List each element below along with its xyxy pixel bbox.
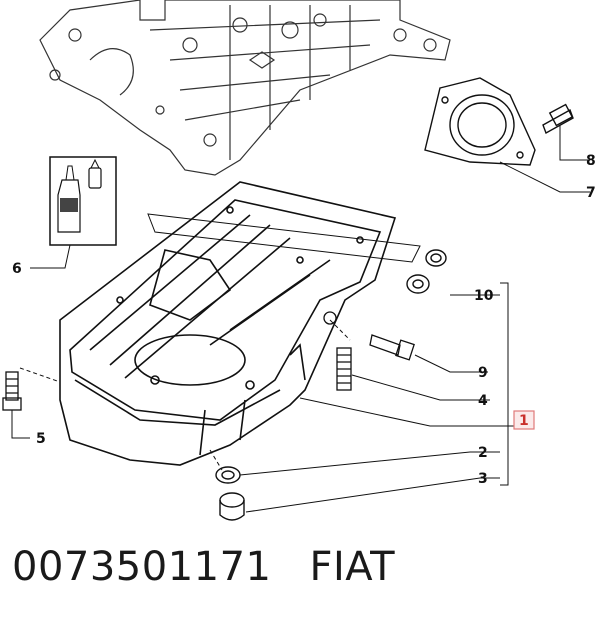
callout-10: 10 <box>474 288 494 304</box>
oil-pan-exploded-diagram: 1 2 3 4 5 6 7 8 9 10 <box>2 0 596 521</box>
fitting-9 <box>323 311 415 361</box>
part-caption: 0073501171 FIAT <box>12 544 592 614</box>
callout-6: 6 <box>12 261 22 277</box>
oil-pan <box>59 181 397 466</box>
callout-1: 1 <box>519 413 529 429</box>
bushings-10 <box>406 249 447 294</box>
leader-lines <box>11 125 590 513</box>
part-number: 0073501171 <box>12 544 272 590</box>
washer-2 <box>215 466 241 484</box>
stud-4 <box>336 347 352 391</box>
callout-3: 3 <box>478 471 488 487</box>
gasket-outline <box>147 213 421 263</box>
engine-block <box>39 0 451 176</box>
rear-seal-plate <box>424 77 536 166</box>
bolt-8 <box>542 103 574 135</box>
sealant-tube-box <box>49 156 117 246</box>
callout-9: 9 <box>478 365 488 381</box>
bolt-5 <box>2 371 22 411</box>
callout-5: 5 <box>36 431 46 447</box>
callout-8: 8 <box>586 153 596 169</box>
callout-4: 4 <box>478 393 488 409</box>
brand-name: FIAT <box>309 544 395 590</box>
callout-7: 7 <box>586 185 596 201</box>
callout-2: 2 <box>478 445 488 461</box>
highlight-box-1 <box>513 410 535 430</box>
drain-plug-3 <box>219 492 245 521</box>
